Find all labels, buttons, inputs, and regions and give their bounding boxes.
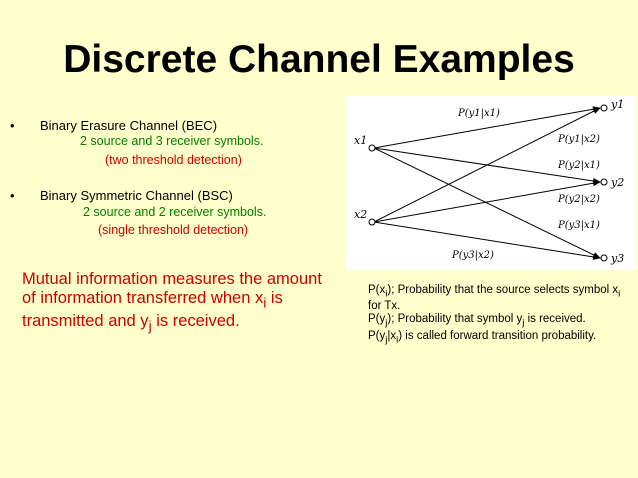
label-p-y2-x2: P(y2|x2) [557,194,600,205]
node-x1 [368,144,376,152]
edge-x2-y1 [373,107,601,223]
label-y1: y1 [610,98,624,111]
slide-title: Discrete Channel Examples [63,38,575,81]
bsc-symbols: 2 source and 2 receiver symbols. [83,205,267,219]
node-x2 [368,218,376,226]
edge-x2-y3 [373,221,601,260]
label-x2: x2 [354,208,367,221]
note-transition-probability: P(yj|xi) is called forward transition pr… [368,329,597,345]
node-y3 [600,254,608,262]
edge-x2-y2 [373,180,601,223]
bullet-marker: • [10,188,15,203]
label-p-y1-x2: P(y1|x2) [557,134,600,145]
bullet-label: Binary Symmetric Channel (BSC) [40,188,233,203]
edge-x1-y3 [373,147,601,259]
node-y2 [600,178,608,186]
edge-x1-y1 [373,106,601,149]
bec-symbols: 2 source and 3 receiver symbols. [80,134,264,148]
label-y2: y2 [610,176,624,189]
label-p-y1-x1: P(y1|x1) [457,108,500,119]
bullet-marker: • [10,118,15,133]
bec-detection: (two threshold detection) [105,153,242,167]
label-y3: y3 [610,252,624,265]
label-p-y2-x1: P(y2|x1) [557,160,600,171]
bsc-detection: (single threshold detection) [98,223,249,237]
label-p-y3-x1: P(y3|x1) [557,220,600,231]
channel-diagram-svg: x1 x2 y1 y2 y3 P(y1|x1) P(y1|x2) P(y2|x1… [354,98,624,265]
channel-diagram: x1 x2 y1 y2 y3 P(y1|x1) P(y1|x2) P(y2|x1… [346,96,636,270]
node-y1 [600,104,608,112]
note-source-probability: P(xi); Probability that the source selec… [368,284,621,313]
probability-notes: P(xi); Probability that the source selec… [368,284,636,346]
note-receiver-probability: P(yj); Probability that symbol yj is rec… [368,313,586,329]
mutual-information-text: Mutual information measures the amount o… [22,270,322,334]
label-x1: x1 [354,134,367,147]
bullet-label: Binary Erasure Channel (BEC) [40,118,218,133]
label-p-y3-x2: P(y3|x2) [451,250,494,261]
